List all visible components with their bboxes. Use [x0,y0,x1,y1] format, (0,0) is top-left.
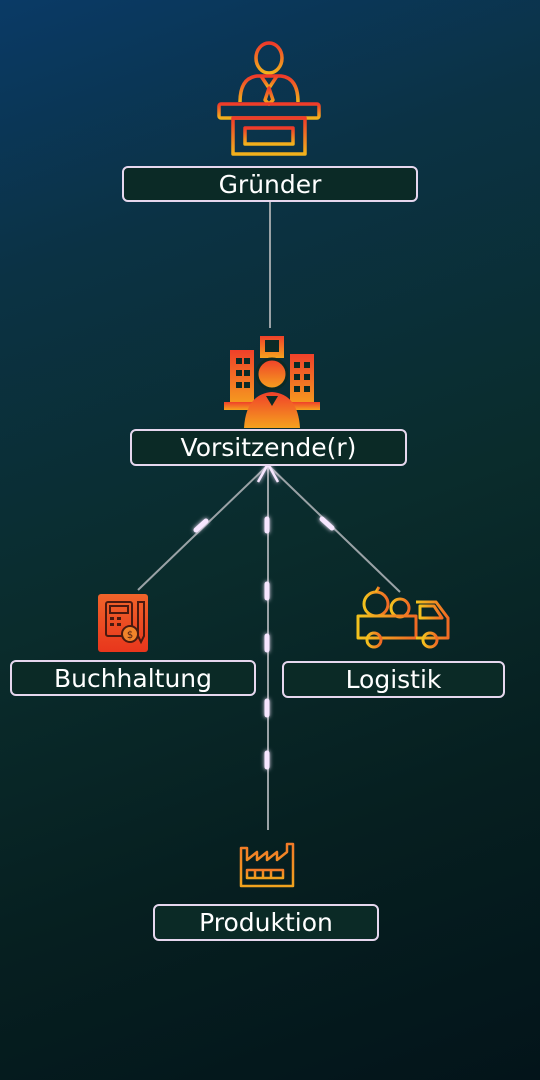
link-dash [319,516,335,531]
factory-icon [239,842,295,888]
node-founder-label: Gründer [122,166,418,202]
link-dash [193,518,209,533]
link-chair-accounting [137,464,269,591]
node-chair-label: Vorsitzende(r) [130,429,407,466]
calculator-book-icon: $ [98,594,148,652]
svg-text:$: $ [127,630,133,641]
delivery-truck-icon [356,586,450,649]
node-logistics-label: Logistik [282,661,505,698]
node-production-label: Produktion [153,904,379,941]
node-accounting-label: Buchhaltung [10,660,256,696]
podium-speaker-icon [217,41,321,156]
businessman-building-icon [224,336,320,428]
